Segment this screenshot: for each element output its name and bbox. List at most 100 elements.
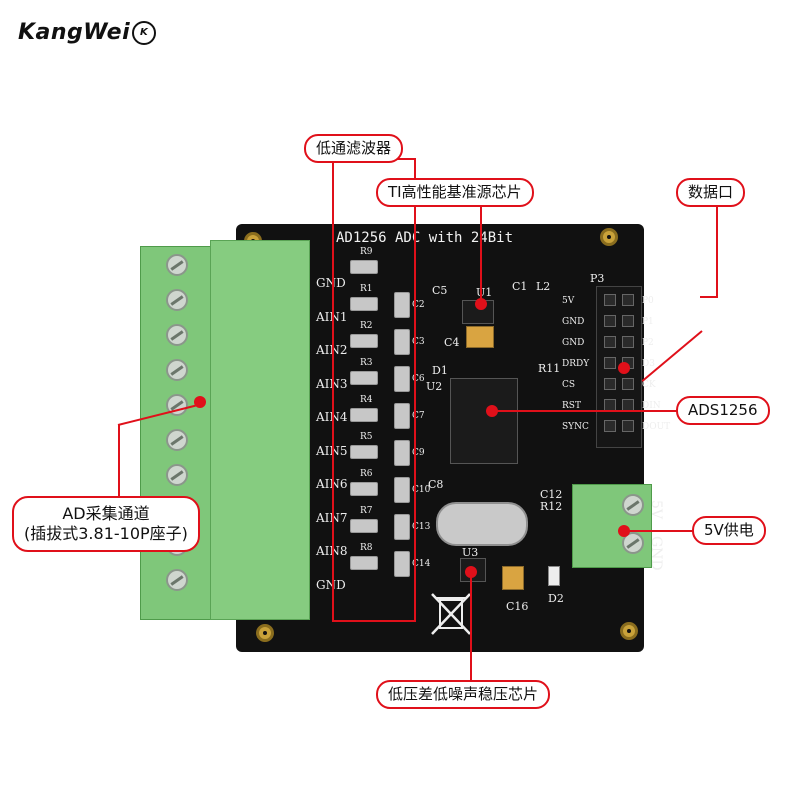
label-u2: U2 — [426, 380, 443, 393]
label-c12: C12 — [540, 488, 563, 501]
label-c8: C8 — [428, 478, 444, 491]
resistor — [350, 260, 378, 274]
tag-ti-ref: TI高性能基准源芯片 — [376, 178, 534, 207]
capacitor — [394, 477, 410, 503]
resistor-label: R6 — [360, 469, 373, 479]
resistor-label: R5 — [360, 432, 373, 442]
led-d2 — [548, 566, 560, 586]
resistor-label: R8 — [360, 543, 373, 553]
input-label: AIN1 — [316, 309, 348, 324]
low-pass-filter-box — [332, 158, 416, 622]
resistor — [350, 297, 378, 311]
annotation-line — [700, 296, 718, 298]
resistor — [350, 445, 378, 459]
terminal-screw — [166, 569, 188, 591]
capacitor-label: C3 — [412, 337, 425, 347]
tag-ads1256: ADS1256 — [676, 396, 770, 425]
resistor-label: R2 — [360, 321, 373, 331]
tag-data-port: 数据口 — [676, 178, 746, 207]
input-label: AIN8 — [316, 544, 348, 558]
annotation-dot — [618, 525, 630, 537]
label-u3: U3 — [462, 546, 479, 559]
brand-name: KangWei — [18, 20, 131, 45]
header-right-label: P2 — [642, 338, 654, 348]
header-right-label: P1 — [642, 317, 654, 327]
label-c4: C4 — [444, 336, 460, 349]
resistor — [350, 519, 378, 533]
label-p3: P3 — [590, 272, 605, 285]
label-r12: R12 — [540, 500, 563, 513]
weee-bin-icon — [431, 593, 471, 635]
header-pin — [604, 315, 616, 327]
header-pin — [604, 336, 616, 348]
capacitor-label: C7 — [412, 411, 425, 421]
label-d1: D1 — [432, 364, 448, 377]
annotation-dot — [194, 396, 206, 408]
header-pin — [604, 378, 616, 390]
resistor — [350, 371, 378, 385]
resistor-label: R3 — [360, 358, 373, 368]
tag-low-pass-filter: 低通滤波器 — [304, 134, 404, 163]
capacitor — [394, 366, 410, 392]
annotation-line — [470, 574, 472, 682]
header-pin — [622, 420, 634, 432]
resistor-label: R1 — [360, 284, 373, 294]
capacitor-label: C2 — [412, 300, 425, 310]
header-pin — [622, 378, 634, 390]
label-u1: U1 — [476, 286, 493, 299]
tag-ldo: 低压差低噪声稳压芯片 — [376, 680, 551, 709]
label-l2: L2 — [536, 280, 551, 293]
mount-hole — [600, 228, 618, 246]
terminal-screw — [166, 289, 188, 311]
ad-input-terminal-body — [210, 240, 310, 620]
ads1256-chip — [450, 378, 518, 464]
header-label: DRDY — [562, 359, 590, 369]
header-label: CS — [562, 380, 576, 390]
mount-hole — [256, 624, 274, 642]
input-label: GND — [316, 276, 346, 290]
tag-ad-channels-line1: AD采集通道 — [62, 504, 150, 523]
mount-hole — [620, 622, 638, 640]
label-gnd: GND — [648, 536, 664, 571]
label-c5: C5 — [432, 284, 448, 297]
input-label: AIN2 — [316, 343, 348, 357]
tag-ad-channels: AD采集通道 (插拔式3.81-10P座子) — [12, 496, 200, 552]
resistor — [350, 408, 378, 422]
input-label: AIN6 — [316, 477, 348, 491]
label-c16: C16 — [506, 600, 529, 613]
header-label: GND — [562, 317, 585, 327]
annotation-dot — [486, 405, 498, 417]
header-label: 5V — [562, 296, 575, 306]
header-label: RST — [562, 401, 581, 411]
label-r11: R11 — [538, 362, 561, 375]
capacitor — [394, 440, 410, 466]
terminal-screw — [166, 254, 188, 276]
capacitor — [394, 514, 410, 540]
header-pin — [604, 294, 616, 306]
header-pin — [622, 315, 634, 327]
input-label: AIN7 — [316, 510, 348, 525]
capacitor-label: C6 — [412, 374, 425, 384]
header-right-label: D3 — [642, 359, 655, 369]
label-5v: 5V — [648, 500, 664, 520]
annotation-dot — [475, 298, 487, 310]
input-label: GND — [316, 577, 346, 592]
board-title: AD1256 ADC with 24Bit — [336, 230, 514, 246]
tantalum-cap-c16 — [502, 566, 524, 590]
capacitor — [394, 403, 410, 429]
header-pin — [604, 357, 616, 369]
crystal — [436, 502, 528, 546]
header-pin — [622, 336, 634, 348]
input-label: AIN3 — [316, 376, 348, 391]
header-label: SYNC — [562, 422, 589, 432]
terminal-screw — [166, 359, 188, 381]
resistor — [350, 482, 378, 496]
capacitor — [394, 329, 410, 355]
terminal-screw — [166, 324, 188, 346]
capacitor-label: C13 — [412, 522, 431, 532]
tantalum-cap-c4 — [466, 326, 494, 348]
annotation-line — [716, 206, 718, 298]
terminal-screw — [166, 464, 188, 486]
header-right-label: DIN — [642, 401, 661, 411]
